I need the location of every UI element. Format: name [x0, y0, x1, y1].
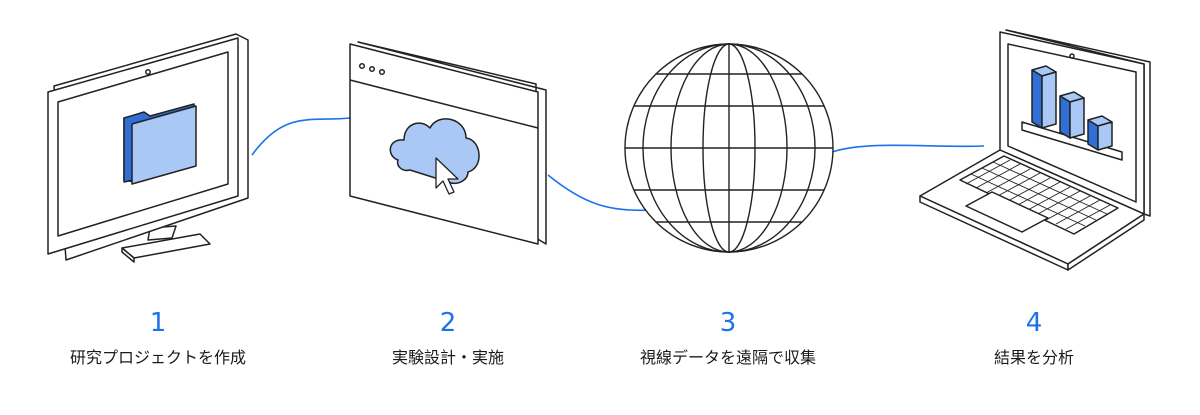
step-3: 3 視線データを遠隔で収集 [598, 306, 858, 370]
step-label: 結果を分析 [993, 348, 1074, 367]
process-illustration [47, 29, 1151, 271]
step-label: 研究プロジェクトを作成 [69, 348, 246, 367]
step-number: 1 [149, 308, 167, 338]
step-4: 4 結果を分析 [904, 306, 1164, 370]
globe-icon [624, 43, 834, 253]
laptop-bar-chart-icon [919, 29, 1151, 271]
step-number: 3 [719, 308, 737, 338]
connector-line-3-4 [831, 144, 985, 153]
step-1: 1 研究プロジェクトを作成 [28, 306, 288, 370]
connector-line-2-3 [547, 174, 653, 212]
step-label: 実験設計・実施 [391, 348, 504, 367]
step-number: 2 [439, 308, 457, 338]
step-2: 2 実験設計・実施 [318, 306, 578, 370]
step-label: 視線データを遠隔で収集 [639, 348, 816, 367]
step-number: 4 [1025, 308, 1043, 338]
desktop-monitor-folder-icon [47, 33, 249, 263]
browser-window-cloud-upload-icon [349, 41, 547, 245]
connector-line-1-2 [251, 117, 351, 156]
